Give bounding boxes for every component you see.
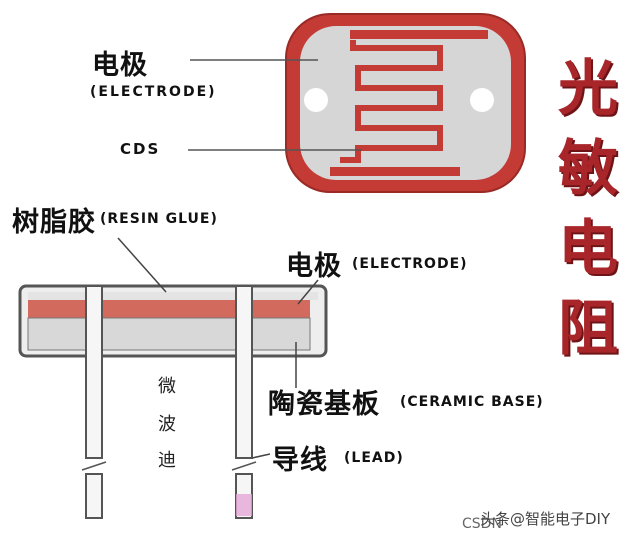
lead-left-tip bbox=[85, 473, 103, 519]
leader-electrode-side bbox=[297, 279, 319, 305]
top-electrode-bar-upper bbox=[350, 30, 488, 39]
label-cds: CDS bbox=[120, 140, 161, 158]
label-electrode-en-top: (ELECTRODE) bbox=[90, 84, 217, 100]
top-view-cds-surface bbox=[300, 26, 511, 180]
title-char-1: 光 bbox=[558, 54, 618, 124]
label-lead-en: (LEAD) bbox=[344, 450, 404, 466]
break-left bbox=[81, 461, 107, 471]
break-right bbox=[231, 461, 257, 471]
label-ceramic-en: (CERAMIC BASE) bbox=[400, 394, 544, 410]
vertical-char-3: 迪 bbox=[158, 450, 176, 471]
watermark-left: CSDN bbox=[462, 516, 502, 532]
lead-right-tip-mark bbox=[236, 494, 252, 516]
mount-hole-right bbox=[470, 88, 494, 112]
electrode-serpentine bbox=[340, 40, 443, 163]
side-resin-layer bbox=[28, 292, 318, 300]
top-view bbox=[285, 13, 526, 193]
lead-left bbox=[85, 285, 103, 459]
title-char-2: 敏 bbox=[558, 134, 618, 204]
label-electrode-cn-side: 电极 bbox=[286, 251, 342, 282]
label-electrode-cn-top: 电极 bbox=[92, 50, 148, 81]
vertical-char-1: 微 bbox=[158, 376, 176, 397]
label-lead-cn: 导线 bbox=[272, 445, 328, 476]
mount-hole-left bbox=[304, 88, 328, 112]
label-electrode-en-side: (ELECTRODE) bbox=[352, 256, 468, 272]
vertical-char-2: 波 bbox=[158, 414, 176, 435]
label-ceramic-cn: 陶瓷基板 bbox=[268, 389, 380, 420]
watermark-right: 头条@智能电子DIY bbox=[480, 510, 611, 528]
leader-lead bbox=[251, 453, 271, 459]
label-resin-cn: 树脂胶 bbox=[12, 207, 96, 238]
leader-resin bbox=[117, 237, 167, 293]
title-char-3: 电 bbox=[558, 214, 618, 284]
top-electrode-bar-lower bbox=[330, 167, 460, 176]
label-resin-en: (RESIN GLUE) bbox=[100, 211, 218, 227]
title-char-4: 阻 bbox=[558, 294, 618, 364]
side-view bbox=[18, 284, 328, 519]
side-electrode-layer bbox=[28, 300, 310, 318]
side-ceramic-layer bbox=[27, 317, 311, 351]
lead-right bbox=[235, 285, 253, 459]
